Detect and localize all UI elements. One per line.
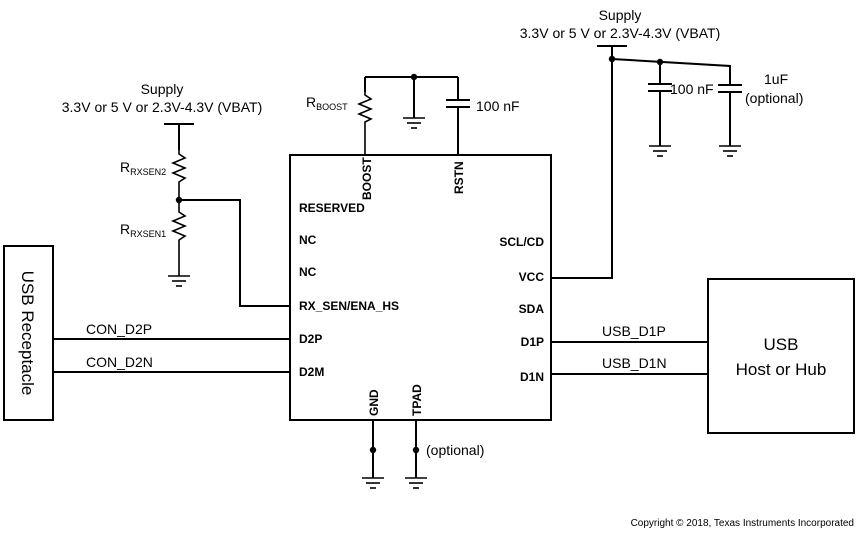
gnd-pin-network <box>362 420 384 489</box>
con-d2n-label: CON_D2N <box>86 354 153 370</box>
pin-gnd: GND <box>367 389 381 416</box>
copyright-notice: Copyright © 2018, Texas Instruments Inco… <box>631 518 854 529</box>
left-supply-voltages: 3.3V or 5 V or 2.3V-4.3V (VBAT) <box>62 99 263 115</box>
usb-host-line1: USB <box>764 335 799 354</box>
gnd-junction-dot <box>369 446 377 454</box>
rxsen2-label: RRXSEN2 <box>120 159 166 177</box>
rx-sen-wire <box>179 199 290 307</box>
pin-scl-cd: SCL/CD <box>499 235 544 249</box>
usb-host-box <box>707 278 855 434</box>
pin-vcc: VCC <box>519 270 545 284</box>
usb-d1p-label: USB_D1P <box>602 323 666 339</box>
resistor-rxsen1: RRXSEN1 <box>120 200 190 287</box>
ground-icon <box>403 117 425 129</box>
vcc-opt-cap-value: 1uF <box>764 71 788 87</box>
pin-nc-2: NC <box>299 265 317 279</box>
left-supply-title: Supply <box>141 81 184 97</box>
pin-rstn: RSTN <box>452 161 466 194</box>
boost-network: RBOOST 100 nF <box>306 73 520 155</box>
usb-host-line2: Host or Hub <box>736 360 827 379</box>
vcc-wire <box>551 46 613 279</box>
con-d2p-label: CON_D2P <box>86 321 152 337</box>
pin-d1n: D1N <box>520 370 544 384</box>
right-supply: Supply 3.3V or 5 V or 2.3V-4.3V (VBAT) 1… <box>520 7 803 279</box>
rstn-cap-label: 100 nF <box>476 98 520 114</box>
chip-body <box>289 154 552 421</box>
rxsen1-label: RRXSEN1 <box>120 221 166 239</box>
vcc-opt-cap-note: (optional) <box>745 90 803 106</box>
tpad-junction-dot <box>412 446 420 454</box>
pin-rx-sen: RX_SEN/ENA_HS <box>299 299 399 313</box>
right-supply-title: Supply <box>599 7 642 23</box>
pin-reserved: RESERVED <box>299 201 365 215</box>
usb-host: USB Host or Hub <box>707 278 855 434</box>
usb-receptacle-label: USB Receptacle <box>18 271 37 396</box>
ground-icon <box>362 477 384 489</box>
tpad-pin-network: (optional) <box>405 420 484 489</box>
boost-resistor-zigzag <box>356 92 374 155</box>
left-supply: Supply 3.3V or 5 V or 2.3V-4.3V (VBAT) <box>62 81 263 150</box>
pin-d1p: D1P <box>521 335 544 349</box>
pin-d2p: D2P <box>299 332 322 346</box>
usb-receptacle: USB Receptacle <box>3 245 54 421</box>
right-supply-voltages: 3.3V or 5 V or 2.3V-4.3V (VBAT) <box>520 25 721 41</box>
pin-sda: SDA <box>519 302 545 316</box>
boost-resistor-label: RBOOST <box>306 94 348 112</box>
ground-icon <box>168 275 190 287</box>
pin-boost: BOOST <box>360 157 374 200</box>
pin-nc-1: NC <box>299 233 317 247</box>
rxsen2-zigzag <box>170 150 188 200</box>
ground-icon <box>405 477 427 489</box>
usb-d1n-label: USB_D1N <box>602 355 667 371</box>
resistor-rxsen2: RRXSEN2 <box>120 150 188 200</box>
rxsen1-zigzag <box>170 200 188 276</box>
ground-icon <box>649 145 671 157</box>
ground-icon <box>719 145 741 157</box>
redriver-chip: BOOST RSTN RESERVED NC NC RX_SEN/ENA_HS … <box>289 154 552 421</box>
tpad-optional-note: (optional) <box>426 442 484 458</box>
vcc-cap-label: 100 nF <box>670 81 714 97</box>
pin-d2m: D2M <box>299 365 324 379</box>
usb-receptacle-box <box>3 245 54 421</box>
pin-tpad: TPAD <box>410 384 424 416</box>
